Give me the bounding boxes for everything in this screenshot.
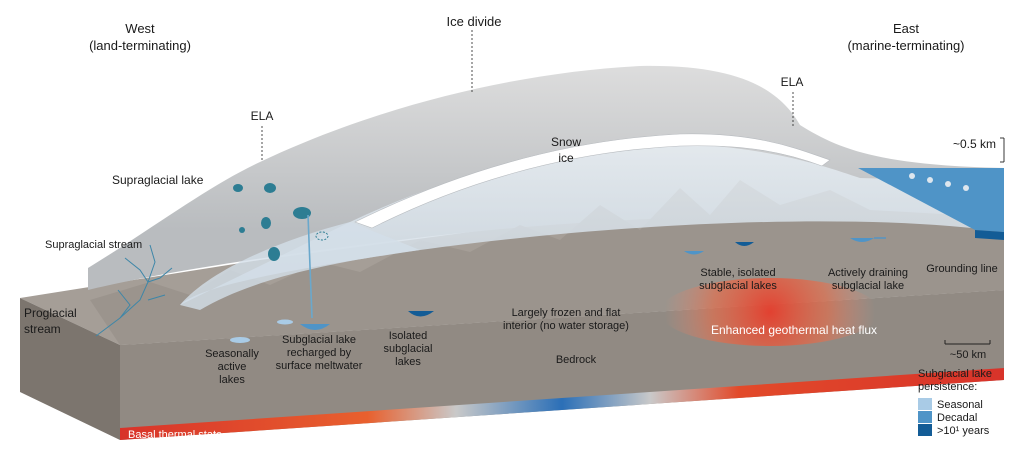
legend-swatch-decadal <box>918 411 932 423</box>
legend-swatch-centennial <box>918 424 932 436</box>
legend-swatch-seasonal <box>918 398 932 410</box>
label-supraglacial-lake: Supraglacial lake <box>112 173 204 187</box>
label-ela-west: ELA <box>251 109 274 123</box>
label-geothermal: Enhanced geothermal heat flux <box>711 323 877 337</box>
label-seasonally-3: lakes <box>219 374 245 386</box>
label-snow: Snow <box>551 135 581 149</box>
label-scale: ~50 km <box>950 349 986 361</box>
label-ice-divide: Ice divide <box>447 14 502 29</box>
label-isolated-2: subglacial <box>384 343 433 355</box>
snow-ice-layer <box>354 133 831 229</box>
label-west: West <box>125 21 155 36</box>
legend-title-1: Subglacial lake <box>918 368 992 380</box>
marine-terminus <box>858 168 1004 240</box>
label-supraglacial-stream: Supraglacial stream <box>45 239 142 251</box>
label-stable-2: subglacial lakes <box>699 280 777 292</box>
bedrock-side-face <box>20 298 120 440</box>
label-stream: stream <box>24 322 61 336</box>
supraglacial-lakes <box>233 183 329 261</box>
label-seasonally-1: Seasonally <box>205 348 259 360</box>
label-draining-2: subglacial lake <box>832 280 904 292</box>
ice-shelf-front <box>975 230 1004 240</box>
label-east-sub: (marine-terminating) <box>847 38 964 53</box>
label-ice: ice <box>558 151 574 165</box>
label-recharged-3: surface meltwater <box>276 360 363 372</box>
ice-shelf <box>858 168 1004 232</box>
label-proglacial: Proglacial <box>24 306 77 320</box>
legend-title-2: persistence: <box>918 381 977 393</box>
basal-thermal-state-band <box>120 368 1004 440</box>
label-stable-1: Stable, isolated <box>700 267 775 279</box>
label-bedrock: Bedrock <box>556 354 597 366</box>
ice-body <box>180 144 1004 305</box>
label-draining-1: Actively draining <box>828 267 908 279</box>
label-isolated-1: Isolated <box>389 330 428 342</box>
ice-west-body <box>180 222 420 310</box>
label-recharged-1: Subglacial lake <box>282 334 356 346</box>
label-ela-east: ELA <box>781 75 804 89</box>
legend-label-centennial: >10¹ years <box>937 425 990 437</box>
label-east: East <box>893 21 919 36</box>
label-thickness: ~0.5 km <box>953 137 996 151</box>
subglacial-lakes <box>230 237 886 343</box>
moulin <box>307 214 313 319</box>
label-basal-thermal-state: Basal thermal state <box>128 429 222 441</box>
legend-label-seasonal: Seasonal <box>937 399 983 411</box>
label-grounding-line: Grounding line <box>926 263 998 275</box>
legend: Subglacial lake persistence: Seasonal De… <box>918 368 992 437</box>
label-interior-2: interior (no water storage) <box>503 320 629 332</box>
label-isolated-3: lakes <box>395 356 421 368</box>
label-interior-1: Largely frozen and flat <box>512 307 621 319</box>
supraglacial-streams <box>95 244 173 337</box>
geothermal-glow <box>660 278 880 346</box>
legend-label-decadal: Decadal <box>937 412 977 424</box>
label-seasonally-2: active <box>218 361 247 373</box>
label-recharged-2: recharged by <box>287 347 352 359</box>
label-west-sub: (land-terminating) <box>89 38 191 53</box>
